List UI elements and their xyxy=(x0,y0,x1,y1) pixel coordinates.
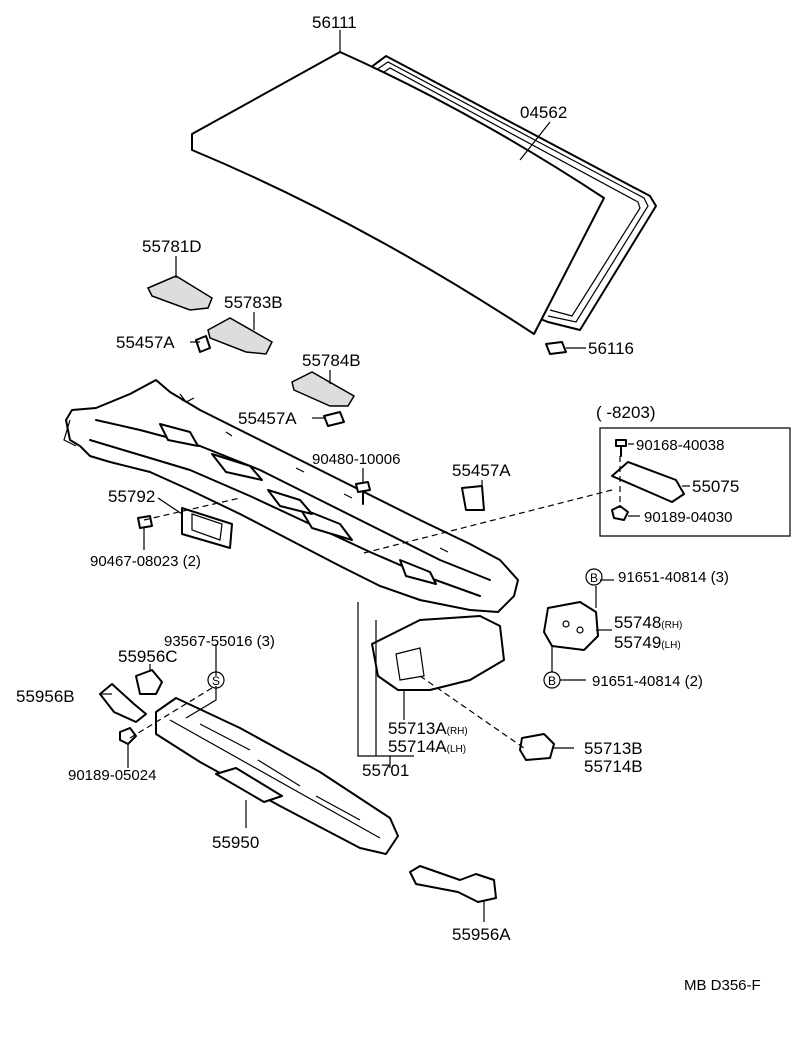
label-04562: 04562 xyxy=(520,103,567,122)
label-56111: 56111 xyxy=(312,13,357,32)
leader-lines xyxy=(100,30,690,922)
spacer-56116 xyxy=(545,341,567,355)
side-panel-55713a xyxy=(371,615,505,691)
clip-55457a-left xyxy=(195,335,211,353)
label-55748-number: 55748 xyxy=(614,613,661,632)
duct-55950 xyxy=(155,697,399,855)
label-91651-2: 91651-40814 (2) xyxy=(592,673,703,690)
label-55956c: 55956C xyxy=(118,647,178,666)
label-55748: 55748(RH) xyxy=(614,613,682,632)
hose-55956a xyxy=(409,865,497,903)
clip-55457a-center xyxy=(323,411,345,427)
clip-90467 xyxy=(137,515,153,529)
label-55713a: 55713A(RH) xyxy=(388,719,468,738)
cowl-panel-55701 xyxy=(63,379,519,613)
label-55784b: 55784B xyxy=(302,351,361,370)
label-55714a: 55714A(LH) xyxy=(388,737,466,756)
marker-b-upper-text: B xyxy=(590,571,598,585)
pad-55784b xyxy=(291,371,356,407)
label-55457a-center: 55457A xyxy=(238,409,297,428)
screw-90480 xyxy=(355,481,371,505)
marker-s: S xyxy=(207,671,225,689)
windshield-molding xyxy=(369,55,657,331)
diagram-code: MB D356-F xyxy=(684,977,761,994)
screw-90168 xyxy=(615,439,627,457)
label-55075: 55075 xyxy=(692,477,739,496)
marker-s-text: S xyxy=(212,674,220,688)
label-55713a-suffix: (RH) xyxy=(447,726,468,737)
label-55956a: 55956A xyxy=(452,925,511,944)
label-93567: 93567-55016 (3) xyxy=(164,633,275,650)
label-55714a-number: 55714A xyxy=(388,737,447,756)
cover-55075-frame xyxy=(599,427,791,537)
label-90480: 90480-10006 xyxy=(312,451,400,468)
label-55781d: 55781D xyxy=(142,237,202,256)
label-date-range: ( -8203) xyxy=(596,403,656,422)
label-90467: 90467-08023 (2) xyxy=(90,553,201,570)
label-55714a-suffix: (LH) xyxy=(447,744,466,755)
side-panel-55713b xyxy=(519,733,555,761)
label-55749-suffix: (LH) xyxy=(661,640,680,651)
label-90189-05024: 90189-05024 xyxy=(68,767,156,784)
label-55748-suffix: (RH) xyxy=(661,620,682,631)
label-55792: 55792 xyxy=(108,487,155,506)
label-56116: 56116 xyxy=(588,339,634,358)
marker-b-upper: B xyxy=(585,568,603,586)
label-55783b: 55783B xyxy=(224,293,283,312)
label-55956b: 55956B xyxy=(16,687,75,706)
part-labels: 56111 04562 56116 55781D 55783B 55784B 5… xyxy=(16,13,761,994)
label-55457a-left: 55457A xyxy=(116,333,175,352)
clip-55457a-right xyxy=(461,485,485,511)
marker-b-lower: B xyxy=(543,671,561,689)
bracket-55748 xyxy=(543,601,599,651)
label-55950: 55950 xyxy=(212,833,259,852)
plate-55792 xyxy=(181,507,233,549)
nut-90189-04030 xyxy=(611,505,629,521)
pad-55783b xyxy=(207,317,273,355)
label-91651-3: 91651-40814 (3) xyxy=(618,569,729,586)
label-90189-04030: 90189-04030 xyxy=(644,509,732,526)
label-55749-number: 55749 xyxy=(614,633,661,652)
marker-b-lower-text: B xyxy=(548,674,556,688)
cover-55075 xyxy=(611,461,685,503)
hose-55956c xyxy=(135,669,163,695)
label-55701: 55701 xyxy=(362,761,409,780)
windshield-glass xyxy=(191,51,605,335)
seal-55950 xyxy=(215,767,283,803)
label-55713b: 55713B xyxy=(584,739,643,758)
pad-55781d xyxy=(146,275,213,311)
label-55749: 55749(LH) xyxy=(614,633,681,652)
label-90168: 90168-40038 xyxy=(636,437,724,454)
label-55713a-number: 55713A xyxy=(388,719,447,738)
nut-90189-05024 xyxy=(119,727,137,745)
dashed-connection-lines xyxy=(129,456,621,749)
label-55457a-right: 55457A xyxy=(452,461,511,480)
label-55714b: 55714B xyxy=(584,757,643,776)
